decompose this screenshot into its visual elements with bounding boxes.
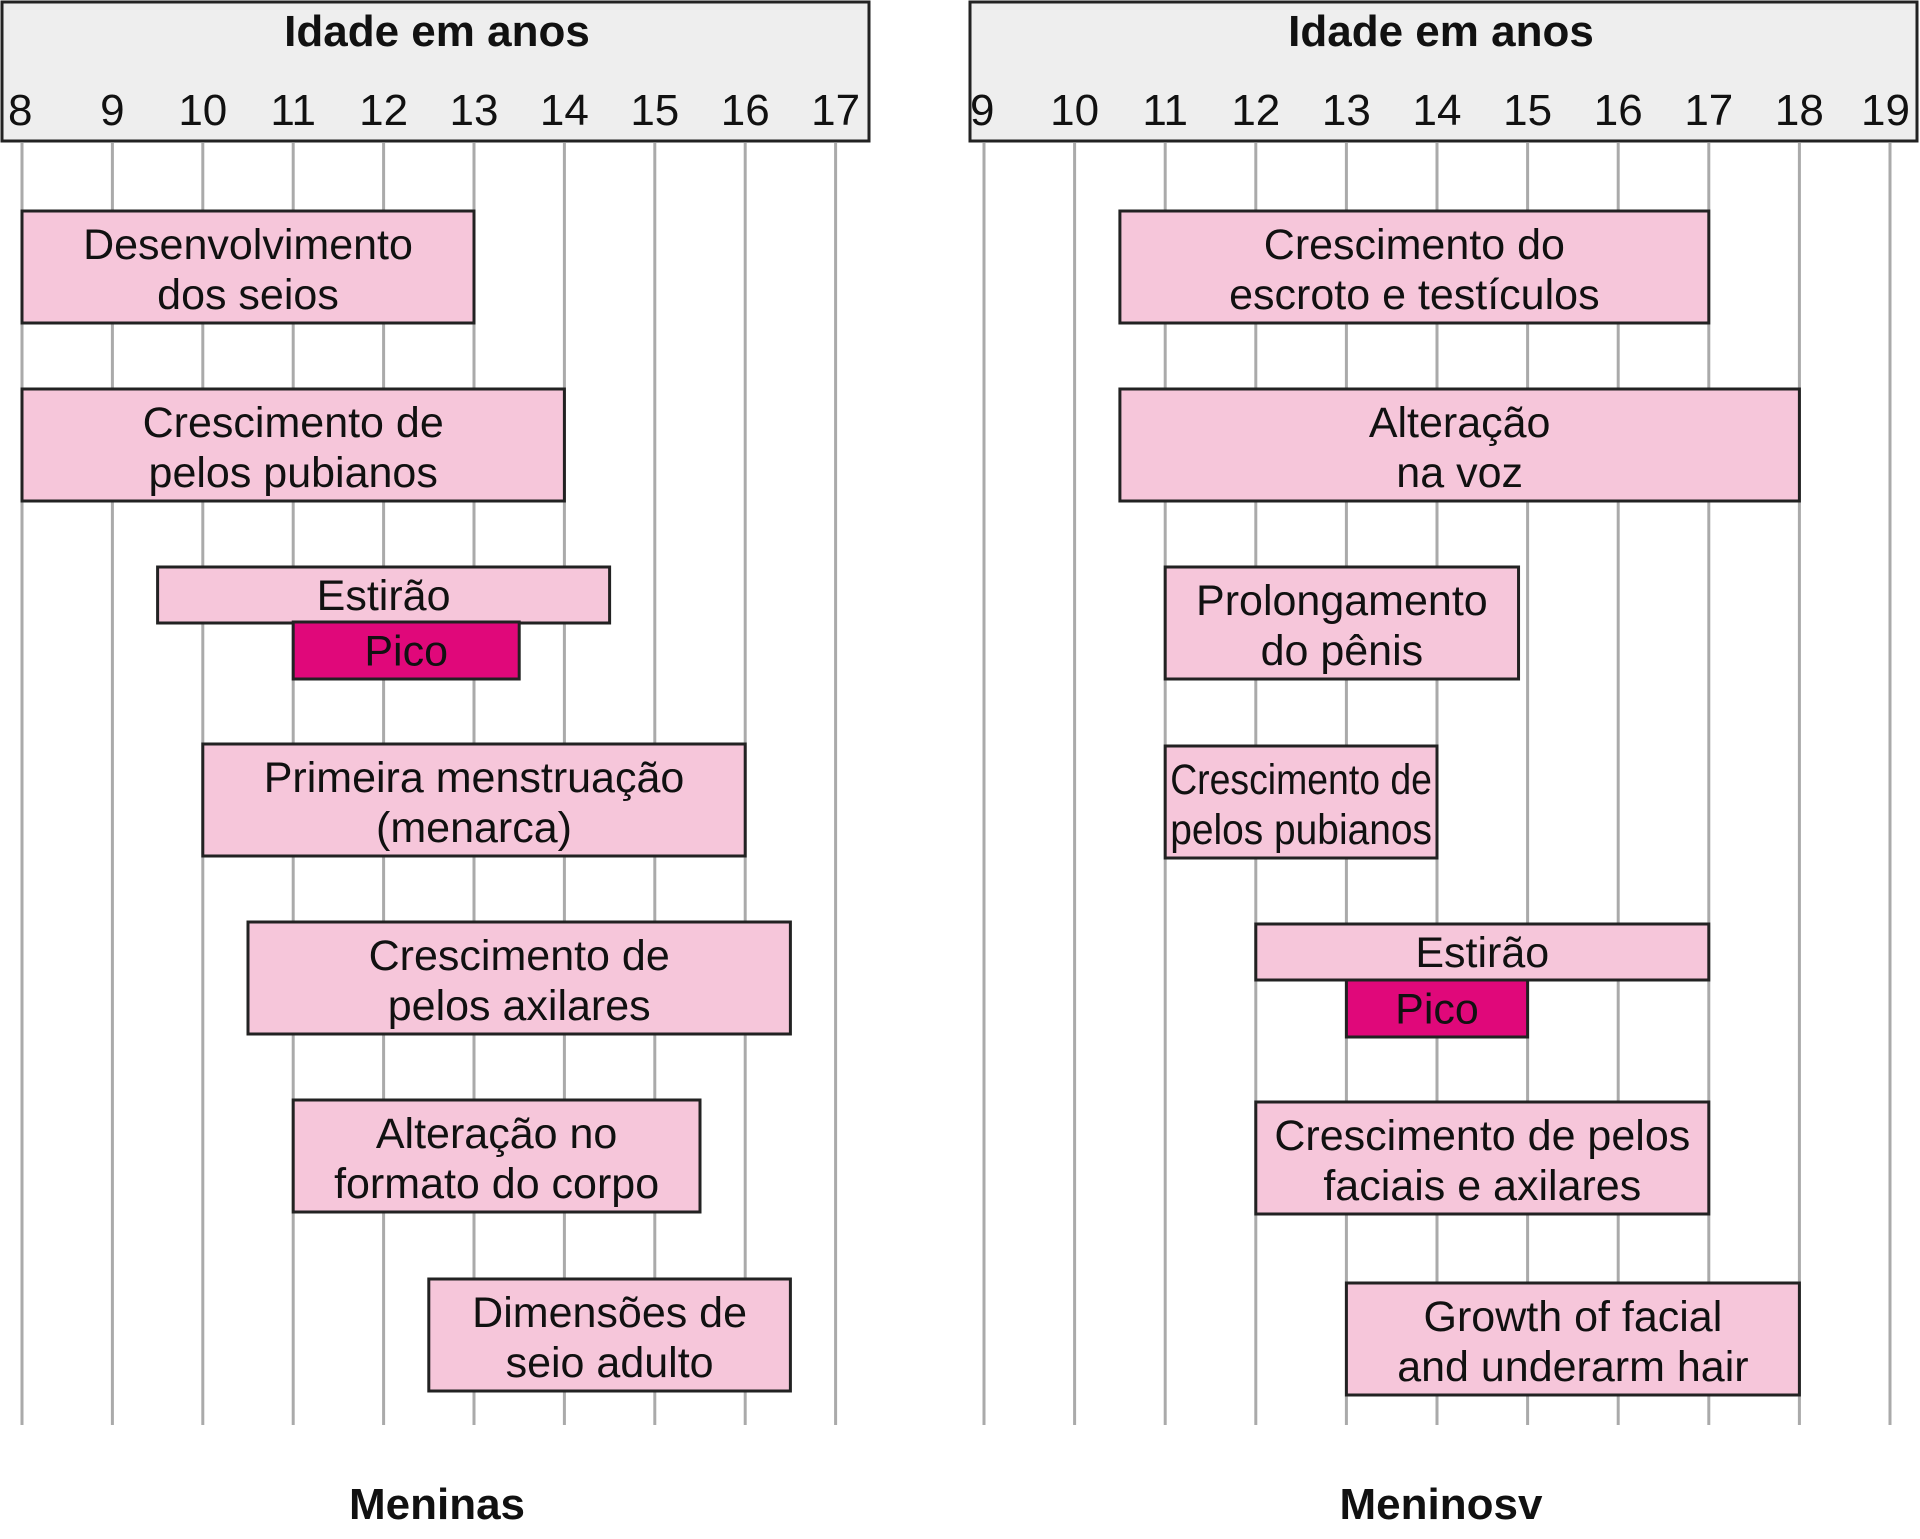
bar-label: pelos pubianos <box>149 449 438 497</box>
tick-label: 16 <box>1594 86 1643 135</box>
bar-label: na voz <box>1396 449 1523 497</box>
range-bar <box>1254 1100 1711 1216</box>
peak-bar <box>1344 978 1530 1039</box>
range-bar <box>1344 1281 1801 1397</box>
tick-label: 19 <box>1861 86 1910 135</box>
girls-tick-labels: 8 9 10 11 12 13 14 15 16 17 <box>8 86 860 135</box>
bar-label: Estirão <box>317 572 451 620</box>
range-bar <box>427 1277 792 1393</box>
bar-label: Crescimento de pelos <box>1274 1112 1690 1160</box>
bar-label: and underarm hair <box>1397 1343 1748 1391</box>
tick-label: 11 <box>270 86 316 135</box>
girls-panel-title: Meninas <box>349 1480 525 1529</box>
tick-label: 11 <box>1142 86 1188 135</box>
range-bar <box>1118 209 1711 325</box>
range-bar <box>201 742 747 858</box>
tick-label: 12 <box>359 86 408 135</box>
tick-label: 10 <box>178 86 227 135</box>
bar-label: Alteração <box>1369 399 1551 447</box>
tick-label: 10 <box>1050 86 1099 135</box>
bar-label: pelos axilares <box>388 982 651 1030</box>
bar-label: dos seios <box>157 271 339 319</box>
range-bar <box>1163 744 1439 860</box>
range-bar <box>291 1098 702 1214</box>
bar-label: formato do corpo <box>334 1160 659 1208</box>
girls-axis-title: Idade em anos <box>284 7 590 56</box>
bar-label: Prolongamento <box>1196 577 1488 625</box>
range-bar <box>246 920 792 1036</box>
bar-label: do pênis <box>1261 627 1424 675</box>
tick-label: 15 <box>1503 86 1552 135</box>
tick-label: 9 <box>100 86 124 135</box>
bar-label: escroto e testículos <box>1229 271 1599 319</box>
tick-label: 8 <box>8 86 32 135</box>
tick-label: 12 <box>1231 86 1280 135</box>
girls-header-box <box>0 0 871 143</box>
boys-axis-title: Idade em anos <box>1288 7 1594 56</box>
tick-label: 15 <box>630 86 679 135</box>
range-bar <box>20 209 476 325</box>
bar-label: Dimensões de <box>472 1289 747 1337</box>
bar-label: Growth of facial <box>1424 1293 1723 1341</box>
bar-label: Crescimento de <box>1170 756 1432 804</box>
bar-label: pelos pubianos <box>1170 806 1432 854</box>
range-bar <box>20 387 566 503</box>
tick-label: 9 <box>970 86 994 135</box>
panel-boys: Idade em anos 9 10 11 12 13 14 15 16 17 18 19 Cres… <box>968 0 1919 1529</box>
bar-label: Crescimento de <box>369 932 670 980</box>
tick-label: 17 <box>1684 86 1733 135</box>
bar-label: Alteração no <box>376 1110 617 1158</box>
range-bar <box>1163 565 1521 681</box>
panel-girls: Idade em anos 8 9 10 11 12 13 14 15 16 17 Desenvo… <box>0 0 871 1529</box>
bar-label: Primeira menstruação <box>264 754 685 802</box>
peak-bar <box>291 620 521 681</box>
boys-header-box <box>968 0 1919 143</box>
tick-label: 18 <box>1775 86 1824 135</box>
bar-label: (menarca) <box>376 804 572 852</box>
bar-label: Desenvolvimento <box>83 221 413 269</box>
range-bar <box>1118 387 1801 503</box>
bar-label: Pico <box>364 628 448 676</box>
bar-label: Crescimento do <box>1264 221 1565 269</box>
range-bar <box>156 565 612 625</box>
bar-label: Pico <box>1395 986 1479 1034</box>
bar-label: Crescimento de <box>143 399 444 447</box>
tick-label: 13 <box>1322 86 1371 135</box>
bar-label: faciais e axilares <box>1323 1162 1641 1210</box>
boys-tick-labels: 9 10 11 12 13 14 15 16 17 18 19 <box>970 86 1910 135</box>
tick-label: 14 <box>1413 86 1462 135</box>
tick-label: 13 <box>450 86 499 135</box>
tick-label: 14 <box>540 86 589 135</box>
bar-label: Estirão <box>1415 929 1549 977</box>
tick-label: 17 <box>811 86 860 135</box>
bar-label: seio adulto <box>506 1339 714 1387</box>
tick-label: 16 <box>721 86 770 135</box>
boys-panel-title: Meninosv <box>1340 1480 1543 1529</box>
range-bar <box>1254 922 1711 982</box>
